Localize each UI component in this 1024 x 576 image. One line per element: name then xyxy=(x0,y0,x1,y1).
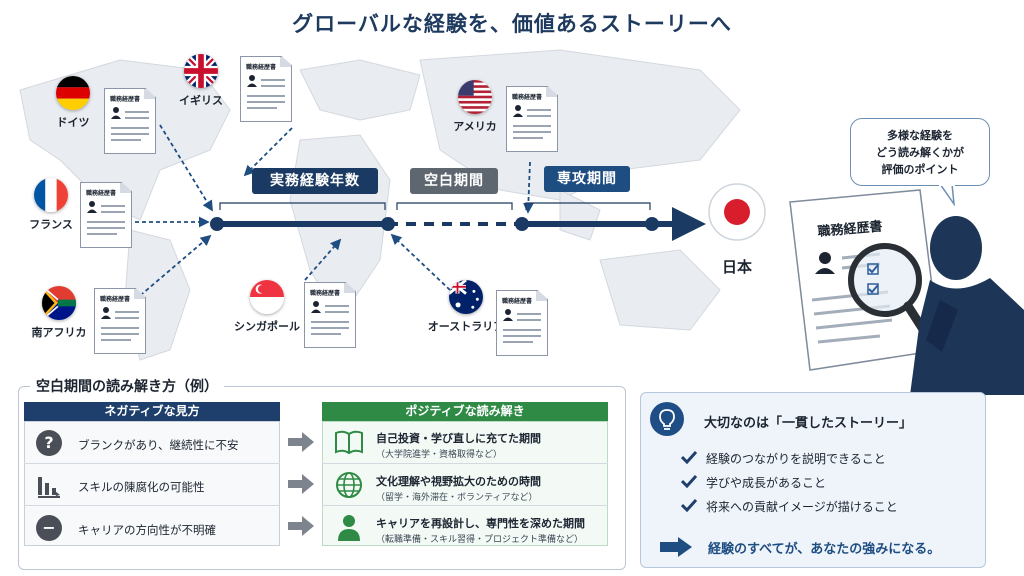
resume-doc-south-africa: 職務経歴書 xyxy=(94,288,146,354)
positive-item-detail: （転職準備・スキル習得・プロジェクト準備など） xyxy=(376,535,584,545)
connector-south-africa xyxy=(134,234,212,301)
arrow-right-icon xyxy=(288,516,314,536)
page-title: グローバルな経験を、価値あるストーリーへ xyxy=(292,12,732,36)
negative-item: キャリアの方向性が不明確 xyxy=(78,523,216,537)
timeline-node xyxy=(381,217,395,231)
singapore-flag-icon xyxy=(250,280,284,314)
label-work-years: 実務経験年数 xyxy=(252,168,378,194)
globe-icon xyxy=(336,472,362,498)
positive-item: 文化理解や視野拡大のための時間 xyxy=(376,475,541,488)
book-icon xyxy=(335,430,363,455)
magnifier-icon xyxy=(848,243,922,317)
resume-doc-germany: 職務経歴書 xyxy=(104,88,156,154)
country-australia: オーストラリア xyxy=(424,280,508,334)
connector-usa xyxy=(522,161,534,214)
negative-item: ブランクがあり、継続性に不安 xyxy=(78,438,239,452)
positive-item-detail: （大学院進学・資格取得など） xyxy=(376,450,503,460)
positive-item: キャリアを再設計し、専門性を深めた期間 xyxy=(376,517,585,530)
person-icon xyxy=(101,307,111,319)
positive-header: ポジティブな読み解き xyxy=(322,402,608,421)
arrow-right-icon xyxy=(288,432,314,452)
country-usa: アメリカ xyxy=(440,80,510,134)
germany-flag-icon xyxy=(56,76,90,110)
person-icon xyxy=(513,105,523,117)
story-check-item: 将来への貢献イメージが描けること xyxy=(706,500,898,514)
check-icon xyxy=(681,450,697,464)
story-panel xyxy=(640,392,986,568)
lightbulb-icon xyxy=(650,402,684,436)
person-icon xyxy=(311,301,321,313)
resume-doc-australia: 職務経歴書 xyxy=(496,290,548,356)
person-icon xyxy=(338,515,360,541)
country-germany: ドイツ xyxy=(38,76,108,130)
resume-doc-uk: 職務経歴書 xyxy=(240,56,292,122)
label-blank-period: 空白期間 xyxy=(410,168,498,194)
reviewer-illustration: 職務経歴書 xyxy=(789,189,1024,395)
connector-germany xyxy=(159,124,213,212)
resume-doc-usa: 職務経歴書 xyxy=(506,86,558,152)
australia-flag-icon xyxy=(449,280,483,314)
large-resume-title: 職務経歴書 xyxy=(817,218,883,240)
label-major-period: 専攻期間 xyxy=(544,166,630,192)
check-icon xyxy=(681,474,697,488)
conclusion-text: 経験のすべてが、あなたの強みになる。 xyxy=(708,542,941,557)
evaluation-speech-bubble: 多様な経験を どう読み解くかが 評価のポイント xyxy=(850,118,990,186)
interpretation-title: 空白期間の読み解き方（例） xyxy=(30,376,224,396)
person-icon xyxy=(503,309,513,321)
positive-list xyxy=(322,421,608,546)
country-singapore: シンガポール xyxy=(232,280,302,334)
question-icon: ? xyxy=(36,430,62,456)
person-icon xyxy=(247,75,257,87)
negative-list xyxy=(24,421,280,546)
japan-label: 日本 xyxy=(722,258,753,276)
timeline-node xyxy=(515,217,529,231)
arrow-right-icon xyxy=(288,474,314,494)
bubble-tail xyxy=(939,184,955,206)
conclusion-arrow-icon xyxy=(660,537,692,557)
check-icon xyxy=(681,498,697,512)
minus-icon: − xyxy=(36,515,62,541)
story-title: 大切なのは「一貫したストーリー」 xyxy=(704,416,913,431)
usa-flag-icon xyxy=(458,80,492,114)
person-icon xyxy=(87,201,97,213)
declining-chart-icon xyxy=(38,477,60,498)
connector-australia xyxy=(390,233,451,291)
negative-item: スキルの陳腐化の可能性 xyxy=(78,480,205,494)
uk-flag-icon xyxy=(184,54,218,88)
resume-doc-singapore: 職務経歴書 xyxy=(304,282,356,348)
france-flag-icon xyxy=(34,178,68,212)
country-south-africa: 南アフリカ xyxy=(24,286,94,340)
timeline-node xyxy=(210,217,224,231)
country-france: フランス xyxy=(16,178,86,232)
south-africa-flag-icon xyxy=(42,286,76,320)
country-uk: イギリス xyxy=(166,54,236,108)
timeline-node xyxy=(645,217,659,231)
person-icon xyxy=(111,107,121,119)
positive-item-detail: （留学・海外滞在・ボランティアなど） xyxy=(376,493,538,503)
timeline-diagram xyxy=(134,124,766,301)
story-check-item: 学びや成長があること xyxy=(706,476,827,490)
story-check-item: 経験のつながりを説明できること xyxy=(706,452,886,466)
resume-doc-france: 職務経歴書 xyxy=(80,182,132,248)
positive-item: 自己投資・学び直しに充てた期間 xyxy=(376,432,541,445)
timeline-arrowhead xyxy=(672,207,706,241)
connector-singapore xyxy=(304,238,342,281)
negative-header: ネガティブな見方 xyxy=(24,402,280,421)
silhouette-person xyxy=(910,216,1024,395)
